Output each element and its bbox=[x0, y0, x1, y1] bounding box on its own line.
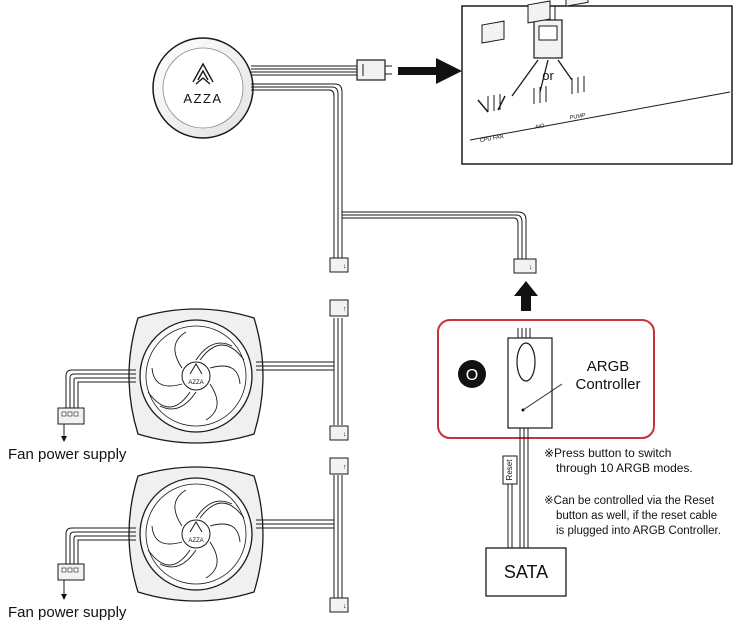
fan-2: AZZA bbox=[128, 466, 264, 602]
svg-text:↓: ↓ bbox=[343, 431, 347, 438]
motherboard-header-inset: or CPU FAN AIO PUMP bbox=[461, 0, 733, 165]
svg-text:AZZA: AZZA bbox=[188, 380, 203, 386]
controller-badge: O bbox=[458, 360, 486, 388]
svg-text:↓: ↓ bbox=[343, 603, 347, 610]
chain-connector-4: ↓ bbox=[329, 597, 349, 613]
fan-1-power-connector bbox=[57, 407, 85, 442]
note-2-line-1: ※Can be controlled via the Reset bbox=[544, 495, 715, 507]
sata-connector bbox=[485, 547, 567, 597]
chain-connector-1: ↑ bbox=[329, 299, 349, 317]
controller-power-cable bbox=[507, 440, 529, 548]
argb-connector-right: ↓ bbox=[513, 258, 537, 274]
argb-controller-unit bbox=[507, 328, 563, 440]
note-press-button: ※Press button to switch through 10 ARGB … bbox=[544, 446, 693, 476]
pump-brand-text: AZZA bbox=[183, 91, 222, 106]
note-1-line-1: ※Press button to switch bbox=[544, 446, 672, 460]
svg-text:O: O bbox=[466, 367, 478, 384]
or-label: or bbox=[542, 68, 554, 83]
svg-text:CPU FAN: CPU FAN bbox=[480, 134, 505, 144]
svg-text:AIO: AIO bbox=[535, 123, 546, 131]
svg-text:Reset: Reset bbox=[505, 459, 514, 481]
reset-cable-label-box: Reset bbox=[502, 455, 518, 485]
fan-power-supply-label-2: Fan power supply bbox=[8, 604, 127, 621]
svg-text:PUMP: PUMP bbox=[569, 113, 586, 122]
svg-text:↑: ↑ bbox=[343, 464, 347, 471]
argb-connector-left: ↓ bbox=[329, 257, 349, 273]
pump-head: AZZA bbox=[152, 37, 254, 139]
fan-2-power-connector bbox=[57, 563, 85, 600]
fan-1-cables bbox=[65, 361, 334, 408]
azza-logo-icon bbox=[189, 363, 203, 375]
fan-2-cables bbox=[65, 519, 334, 564]
controller-label: ARGB Controller bbox=[568, 358, 648, 394]
pump-3pin-connector bbox=[356, 59, 392, 81]
svg-text:↓: ↓ bbox=[343, 263, 347, 270]
svg-text:AZZA: AZZA bbox=[188, 538, 203, 544]
pump-cable bbox=[251, 65, 527, 260]
azza-logo-icon bbox=[189, 521, 203, 533]
chain-connector-2: ↓ bbox=[329, 425, 349, 441]
mode-button[interactable] bbox=[516, 342, 536, 382]
arrow-right-icon bbox=[398, 58, 462, 84]
cpu-fan-header: CPU FAN bbox=[477, 20, 506, 144]
sata-label: SATA bbox=[503, 562, 549, 582]
svg-text:↓: ↓ bbox=[529, 264, 533, 271]
fan-power-supply-label-1: Fan power supply bbox=[8, 446, 127, 463]
note-reset-cable: ※Can be controlled via the Reset button … bbox=[544, 494, 721, 539]
pump-header: PUMP bbox=[565, 0, 589, 122]
note-2-line-3: is plugged into ARGB Controller. bbox=[556, 525, 721, 537]
controller-label-line2: Controller bbox=[575, 376, 641, 393]
note-2-line-2: button as well, if the reset cable bbox=[556, 510, 718, 522]
controller-label-line1: ARGB bbox=[586, 358, 630, 375]
fan-chain-cable bbox=[333, 318, 343, 598]
arrow-up-icon bbox=[514, 281, 538, 311]
azza-logo-icon bbox=[192, 62, 214, 85]
note-1-line-2: through 10 ARGB modes. bbox=[556, 461, 693, 475]
aio-header: AIO bbox=[527, 0, 551, 131]
svg-text:↑: ↑ bbox=[343, 306, 347, 313]
chain-connector-3: ↑ bbox=[329, 457, 349, 475]
fan-1: AZZA bbox=[128, 308, 264, 444]
